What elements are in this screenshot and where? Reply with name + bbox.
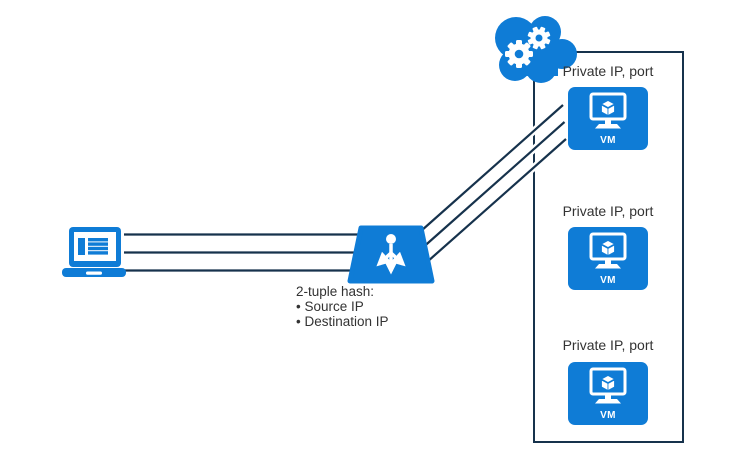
vm-tile: VM: [568, 227, 648, 290]
vm-badge: VM: [600, 410, 616, 421]
cloud-gears-icon: [495, 16, 577, 83]
hash-item: • Destination IP: [296, 314, 389, 329]
vm-monitor-icon: [589, 92, 627, 129]
load-balancer-icon: [347, 225, 435, 284]
backend-pool-box: [533, 51, 684, 443]
vm-tile: VM: [568, 87, 648, 150]
hash-item: • Source IP: [296, 299, 364, 314]
lb-to-vm-connection-lines: [418, 102, 569, 265]
vm-badge: VM: [600, 275, 616, 286]
vm-badge: VM: [600, 135, 616, 146]
hash-annotation: 2-tuple hash: • Source IP • Destination …: [296, 284, 389, 329]
client-to-lb-connection-lines: [124, 233, 358, 272]
vm-monitor-icon: [589, 232, 627, 269]
laptop-icon: [62, 227, 126, 277]
vm-private-ip-label: Private IP, port: [562, 63, 654, 79]
vm-private-ip-label: Private IP, port: [562, 337, 654, 353]
vm-tile: VM: [568, 362, 648, 425]
hash-heading: 2-tuple hash:: [296, 284, 375, 299]
vm-private-ip-label: Private IP, port: [562, 203, 654, 219]
vm-monitor-icon: [589, 367, 627, 404]
